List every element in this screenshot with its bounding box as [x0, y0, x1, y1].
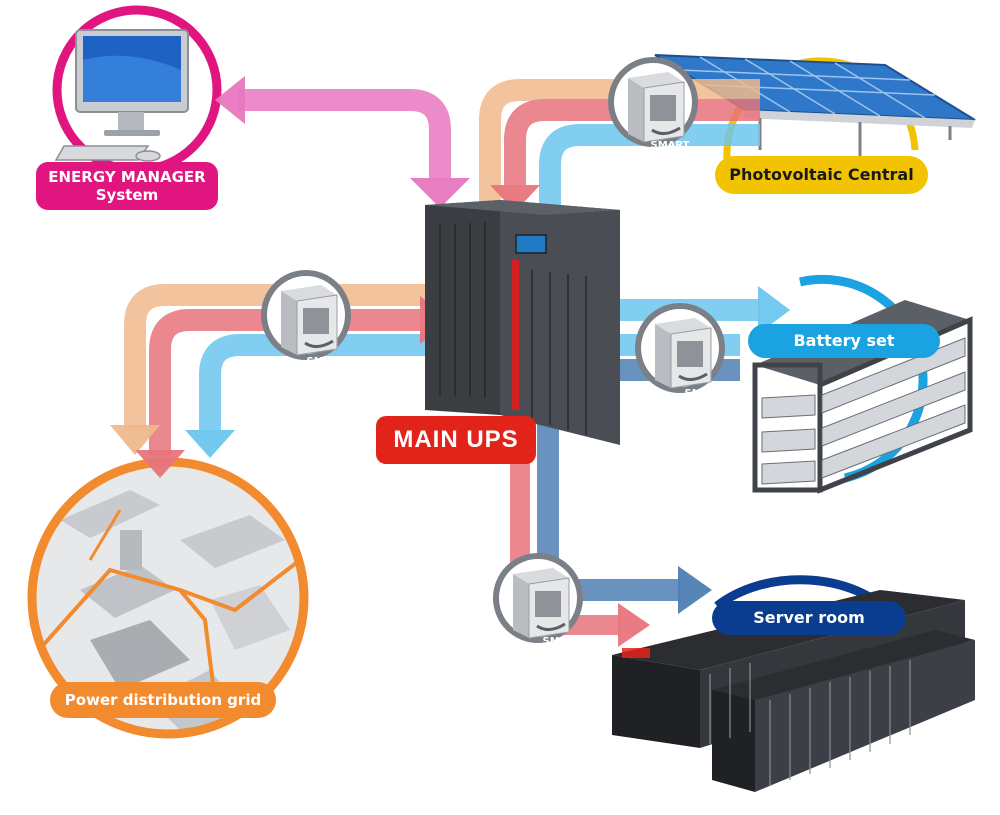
flow-red-grid: [149, 309, 420, 455]
photovoltaic-label: Photovoltaic Central: [715, 156, 928, 194]
energy-manager-label-line2: System: [95, 186, 159, 204]
ups-cabinet-icon: [425, 200, 620, 445]
main-ups-label: MAIN UPS: [376, 416, 536, 464]
smart-meter-icon: [655, 318, 712, 389]
smart-meter-caption-line2: Meter: [309, 367, 343, 378]
arrowhead-energy-manager: [215, 76, 245, 124]
smart-meter-battery: [635, 303, 725, 393]
smart-meter-icon: [513, 568, 570, 639]
smart-meter-pv-caption: SMART Meter: [640, 140, 700, 162]
arrowhead-ups-top: [410, 178, 470, 208]
server-rack-icon: [612, 590, 975, 792]
energy-manager-label-line1: ENERGY MANAGER: [48, 168, 206, 186]
smart-meter-caption-line2: Meter: [687, 399, 721, 410]
smart-meter-icon: [628, 72, 685, 143]
smart-meter-caption-line1: SMART: [650, 140, 690, 151]
flow-red-pv: [504, 99, 760, 185]
server-room-label: Server room: [712, 601, 906, 635]
smart-meter-server: [493, 553, 583, 643]
battery-label: Battery set: [748, 324, 940, 358]
ups-red-strip: [512, 260, 519, 410]
desktop-computer-icon: [54, 29, 189, 162]
arrowhead-server-red: [618, 603, 650, 647]
arrowhead-blue-grid: [185, 430, 235, 458]
smart-meter-caption-line1: SMART: [684, 388, 724, 399]
smart-meter-server-caption: SMART Meter: [532, 636, 592, 658]
energy-manager-label: ENERGY MANAGER System: [36, 162, 218, 210]
smart-meter-caption-line1: SMART: [542, 636, 582, 647]
smart-meter-grid-caption: SMART Meter: [296, 356, 356, 378]
smart-meter-icon: [281, 285, 338, 356]
smart-meter-pv: [608, 57, 698, 147]
arrowhead-peach-grid: [110, 425, 160, 455]
energy-manager-node: [52, 5, 222, 175]
smart-meter-grid: [261, 270, 351, 360]
arrowhead-battery: [758, 286, 790, 334]
smart-meter-caption-line2: Meter: [653, 151, 687, 162]
flow-energy-manager: [238, 89, 451, 180]
arrowhead-red-grid: [135, 450, 185, 478]
grid-label: Power distribution grid: [50, 682, 276, 718]
arrowhead-server-blue: [678, 566, 712, 614]
smart-meter-caption-line2: Meter: [545, 647, 579, 658]
flow-lightblue-grid: [199, 334, 740, 430]
smart-meter-battery-caption: SMART Meter: [674, 388, 734, 410]
ups-display: [515, 234, 547, 254]
arrowhead-red-top: [490, 185, 540, 212]
smart-meter-caption-line1: SMART: [306, 356, 346, 367]
